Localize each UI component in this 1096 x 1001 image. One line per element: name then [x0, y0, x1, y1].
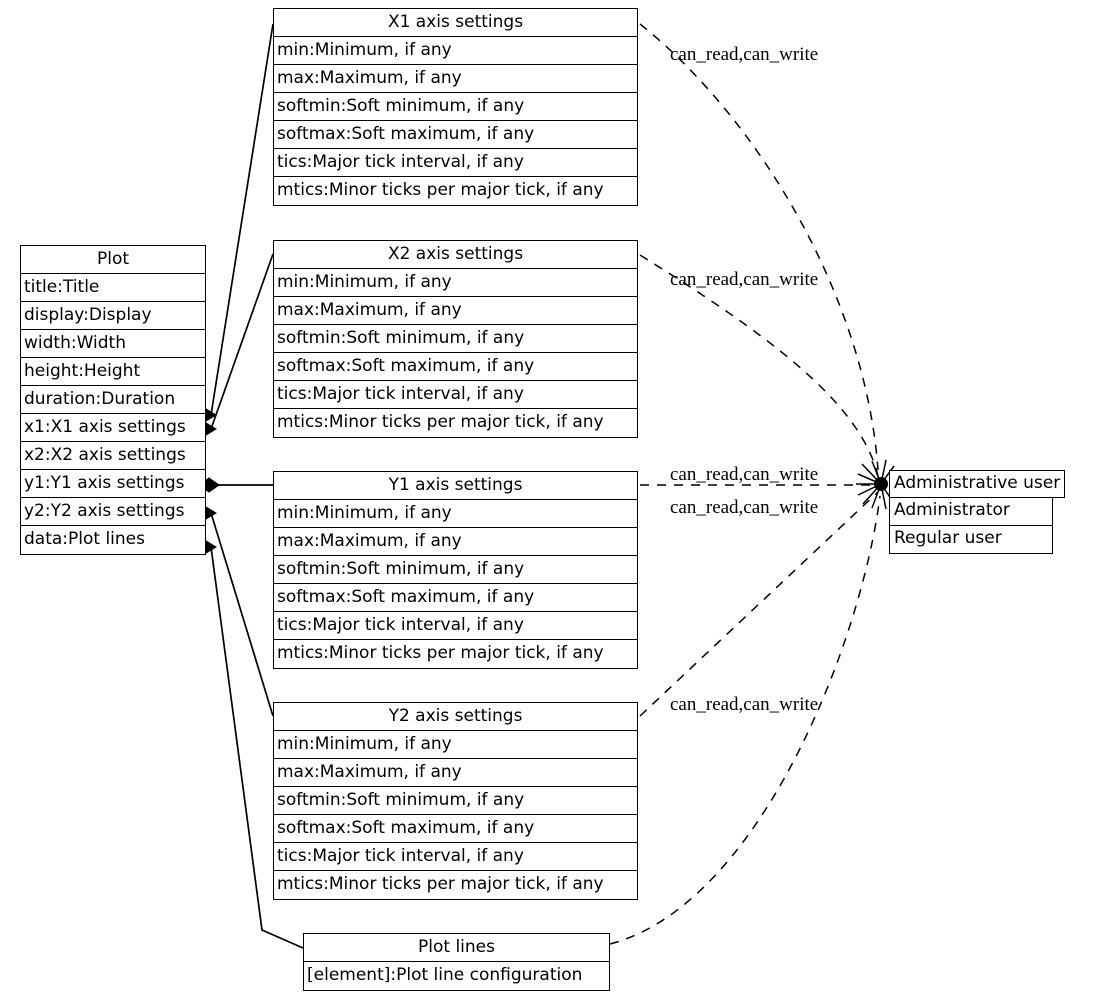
admin-user-title: Administrative user [889, 470, 1066, 498]
y2-attr-min: min:Minimum, if any [274, 731, 637, 759]
class-title-x1: X1 axis settings [274, 9, 637, 37]
y1-attr-softmax: softmax:Soft maximum, if any [274, 584, 637, 612]
x2-attr-min: min:Minimum, if any [274, 269, 637, 297]
y1-attr-min: min:Minimum, if any [274, 500, 637, 528]
plot-attr-data: data:Plot lines [24, 529, 146, 549]
x1-attr-mtics: mtics:Minor ticks per major tick, if any [277, 180, 604, 200]
edge-label-y1-permissions: can_read,can_write [670, 464, 819, 485]
composition-link-x2 [210, 253, 274, 430]
y2-attr-max: max:Maximum, if any [274, 759, 637, 787]
y2-attr-tics: tics:Major tick interval, if any [274, 843, 637, 871]
permission-link-y2 [639, 491, 879, 717]
y1-attr-mtics: mtics:Minor ticks per major tick, if any [277, 643, 604, 663]
plot-attr-width: width:Width [21, 330, 205, 358]
admin-user-member-regular-user: Regular user [889, 526, 1053, 554]
x2-attr-tics: tics:Major tick interval, if any [274, 381, 637, 409]
x1-attr-tics: tics:Major tick interval, if any [274, 149, 637, 177]
class-box-plot[interactable]: Plot title:Title display:Display width:W… [20, 245, 206, 555]
x2-attr-max: max:Maximum, if any [274, 297, 637, 325]
x1-attr-softmin: softmin:Soft minimum, if any [274, 93, 637, 121]
class-box-x1-axis-settings[interactable]: X1 axis settings min:Minimum, if any max… [273, 8, 638, 206]
plot-attr-x1: x1:X1 axis settings [21, 414, 205, 442]
y1-attr-softmin: softmin:Soft minimum, if any [274, 556, 637, 584]
plot-attr-y2: y2:Y2 axis settings [21, 498, 205, 526]
edge-label-x2-permissions: can_read,can_write [670, 269, 819, 290]
admin-user-member-administrator: Administrator [889, 498, 1053, 526]
plot-attr-x2: x2:X2 axis settings [21, 442, 205, 470]
plot-attr-height: height:Height [21, 358, 205, 386]
class-title-y2: Y2 axis settings [274, 703, 637, 731]
permission-link-plot-lines [609, 495, 881, 945]
class-box-y2-axis-settings[interactable]: Y2 axis settings min:Minimum, if any max… [273, 702, 638, 900]
y2-attr-mtics: mtics:Minor ticks per major tick, if any [277, 874, 604, 894]
edge-label-x1-permissions: can_read,can_write [670, 44, 819, 65]
class-box-plot-lines[interactable]: Plot lines [element]:Plot line configura… [303, 933, 610, 991]
y2-attr-softmin: softmin:Soft minimum, if any [274, 787, 637, 815]
x1-attr-softmax: softmax:Soft maximum, if any [274, 121, 637, 149]
plot-attr-y1: y1:Y1 axis settings [21, 470, 205, 498]
class-box-administrative-user[interactable]: Administrative user Administrator Regula… [889, 470, 1066, 554]
x1-attr-max: max:Maximum, if any [274, 65, 637, 93]
composition-link-x1 [210, 23, 274, 416]
class-title-y1: Y1 axis settings [274, 472, 637, 500]
y2-attr-softmax: softmax:Soft maximum, if any [274, 815, 637, 843]
edge-label-y2-permissions: can_read,can_write [670, 497, 819, 518]
class-title-x2: X2 axis settings [274, 241, 637, 269]
composition-link-y2 [210, 512, 274, 717]
class-title-plot: Plot [21, 246, 205, 274]
y1-attr-max: max:Maximum, if any [274, 528, 637, 556]
x2-attr-softmax: softmax:Soft maximum, if any [274, 353, 637, 381]
plot-attr-display: display:Display [21, 302, 205, 330]
class-title-plot-lines: Plot lines [304, 934, 609, 962]
x1-attr-min: min:Minimum, if any [274, 37, 637, 65]
class-box-x2-axis-settings[interactable]: X2 axis settings min:Minimum, if any max… [273, 240, 638, 438]
x2-attr-mtics: mtics:Minor ticks per major tick, if any [277, 412, 604, 432]
plot-attr-duration: duration:Duration [21, 386, 205, 414]
permission-link-x1 [639, 23, 879, 471]
y1-attr-tics: tics:Major tick interval, if any [274, 612, 637, 640]
edge-label-plot-lines-permissions: can_read,can_write [670, 694, 819, 715]
plot-attr-title: title:Title [21, 274, 205, 302]
class-box-y1-axis-settings[interactable]: Y1 axis settings min:Minimum, if any max… [273, 471, 638, 669]
plot-lines-attr-element: [element]:Plot line configuration [307, 965, 583, 985]
x2-attr-softmin: softmin:Soft minimum, if any [274, 325, 637, 353]
